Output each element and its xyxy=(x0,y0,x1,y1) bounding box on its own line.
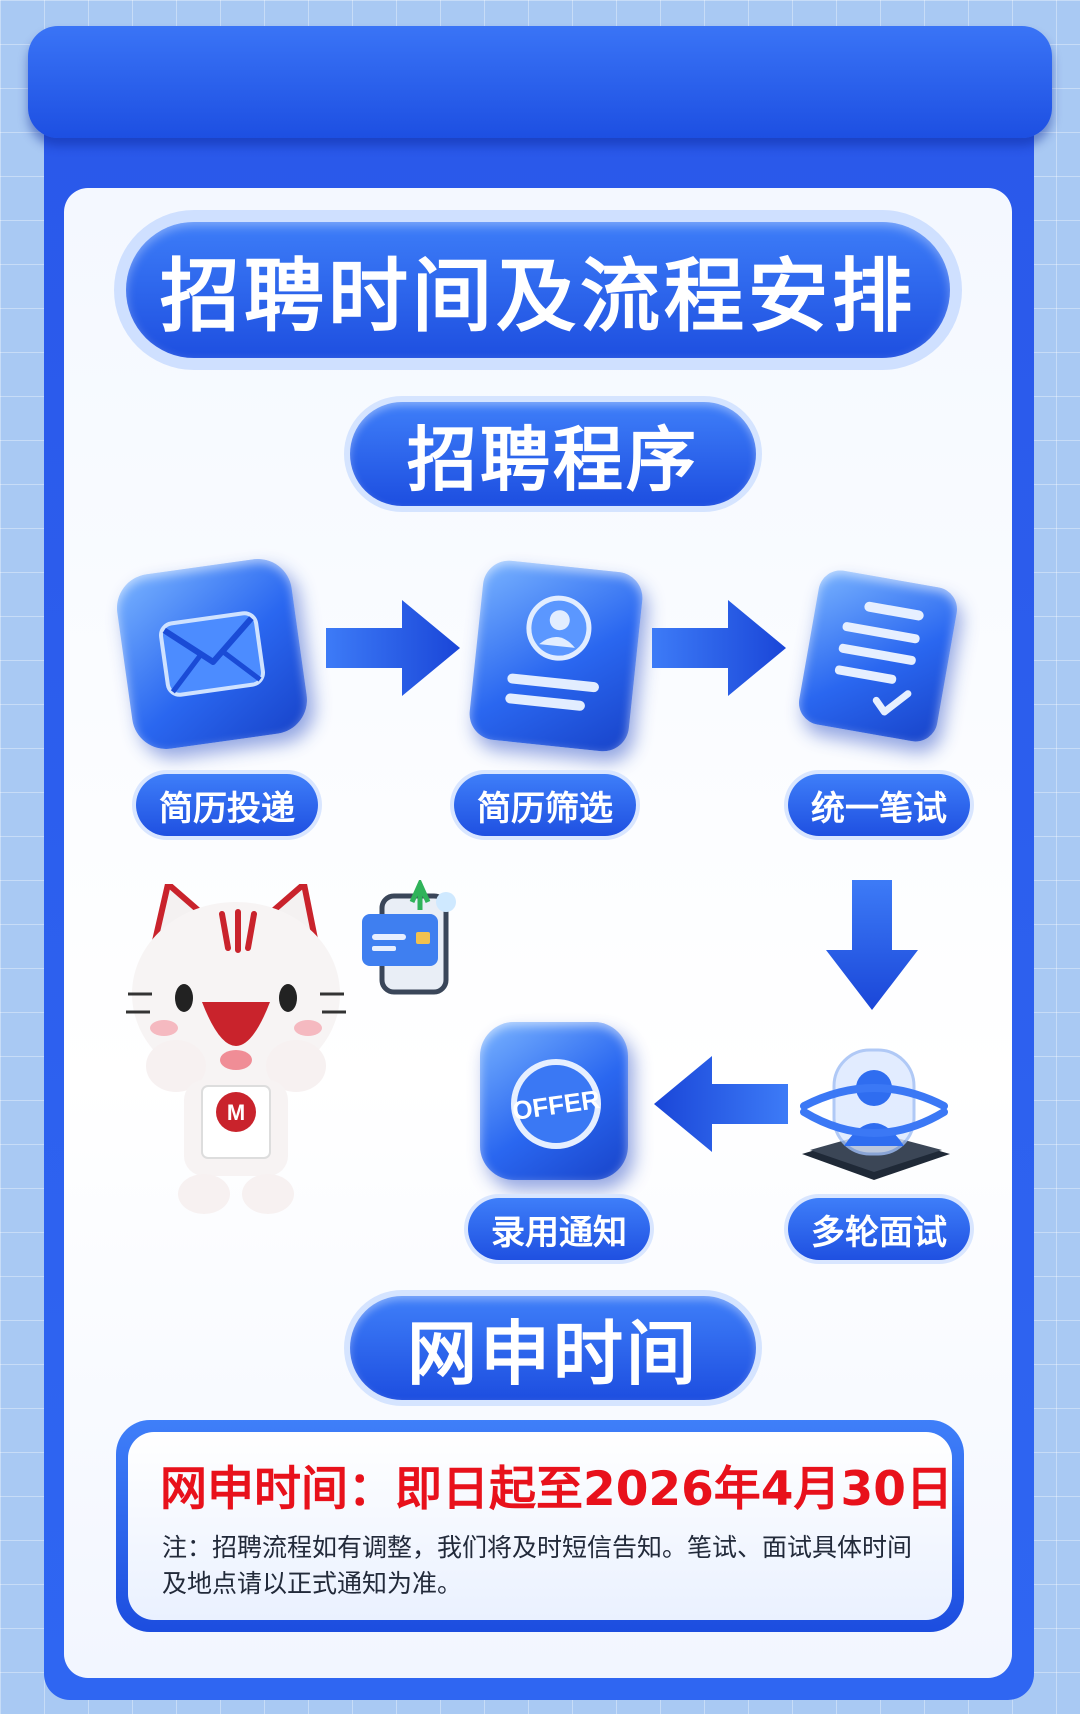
arrow-right-icon xyxy=(326,600,460,696)
section-title-apply-time: 网申时间 xyxy=(350,1296,756,1400)
step-label-offer: 录用通知 xyxy=(468,1198,650,1260)
checklist-icon xyxy=(795,567,961,745)
apply-deadline-text: 网申时间：即日起至2026年4月30日 xyxy=(160,1462,953,1517)
page-title: 招聘时间及流程安排 xyxy=(126,222,950,358)
top-banner-bar xyxy=(28,26,1052,138)
envelope-icon xyxy=(112,554,312,754)
offer-icon: OFFER xyxy=(480,1022,628,1180)
arrow-left-icon xyxy=(654,1056,788,1152)
info-box xyxy=(128,1432,952,1620)
arrow-down-icon xyxy=(826,880,918,1010)
interview-person-icon xyxy=(790,1036,958,1186)
step-label-resume-screen: 简历筛选 xyxy=(454,774,636,836)
step-label-interviews: 多轮面试 xyxy=(788,1198,970,1260)
step-label-resume-submit: 简历投递 xyxy=(136,774,318,836)
resume-icon xyxy=(467,558,645,754)
mascot-badge-text: M xyxy=(227,1100,245,1125)
arrow-right-icon xyxy=(652,600,786,696)
section-title-process: 招聘程序 xyxy=(350,402,756,506)
mascot-cat-illustration: M xyxy=(118,878,354,1220)
card-transfer-icon xyxy=(360,877,464,996)
step-label-written-exam: 统一笔试 xyxy=(788,774,970,836)
adjustment-note: 注：招聘流程如有调整，我们将及时短信告知。笔试、面试具体时间及地点请以正式通知为… xyxy=(162,1533,913,1598)
